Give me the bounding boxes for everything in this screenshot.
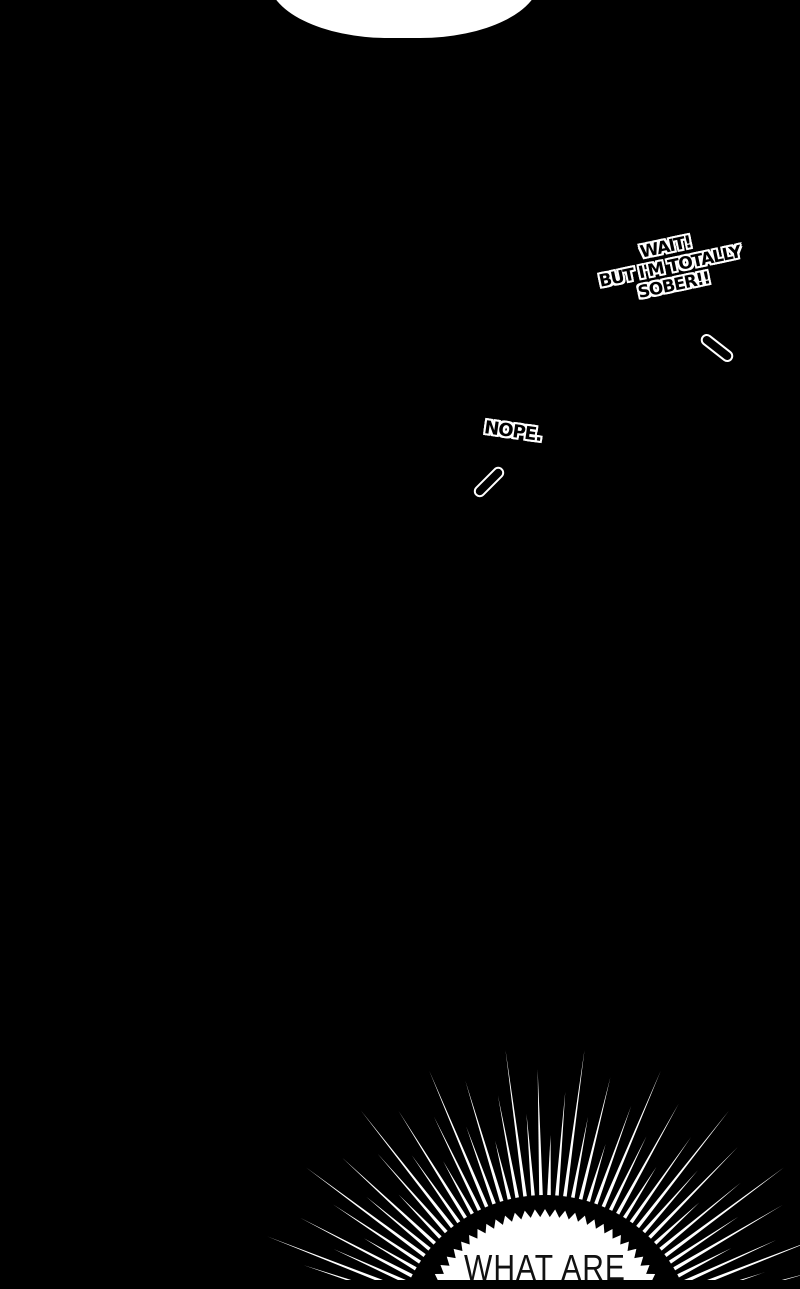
burst-ray bbox=[333, 1204, 422, 1264]
burst-ray bbox=[555, 1091, 566, 1196]
burst-ray bbox=[636, 1110, 730, 1229]
burst-ray bbox=[300, 1217, 413, 1278]
burst-ray bbox=[429, 1070, 489, 1208]
burst-ray bbox=[571, 1117, 588, 1198]
burst-ray bbox=[781, 1275, 800, 1280]
burst-ray bbox=[433, 1116, 482, 1211]
burst-ray bbox=[586, 1143, 606, 1202]
burst-ray bbox=[303, 1265, 352, 1280]
burst-ray bbox=[668, 1216, 739, 1264]
burst-ray bbox=[443, 1161, 474, 1215]
burst-ray bbox=[497, 1095, 519, 1198]
burst-ray bbox=[616, 1103, 679, 1215]
burst-ray bbox=[673, 1204, 783, 1271]
burst-ray bbox=[398, 1194, 442, 1239]
burst-ray bbox=[578, 1076, 611, 1200]
burst-ray bbox=[333, 1249, 406, 1280]
burst-ray bbox=[677, 1248, 732, 1278]
burst-ray bbox=[642, 1170, 698, 1234]
burst-ray bbox=[684, 1240, 777, 1280]
burst-ray bbox=[664, 1167, 785, 1257]
burst-ray bbox=[547, 1135, 551, 1196]
burst-ray bbox=[623, 1166, 657, 1219]
burst-ray bbox=[563, 1049, 585, 1197]
burst-ray bbox=[594, 1106, 632, 1205]
burst-ray bbox=[505, 1049, 527, 1197]
burst-ray bbox=[659, 1182, 741, 1251]
burst-ray bbox=[366, 1196, 431, 1251]
burst-ray bbox=[537, 1069, 543, 1196]
burst-ray bbox=[707, 1244, 800, 1280]
burst-ray bbox=[608, 1136, 647, 1211]
burst-ray bbox=[360, 1110, 454, 1229]
burst-ray bbox=[495, 1140, 512, 1200]
burst-ray bbox=[377, 1153, 448, 1234]
burst-ray bbox=[739, 1272, 766, 1280]
burst-ray bbox=[411, 1155, 461, 1224]
burst-ray bbox=[466, 1126, 496, 1205]
shout-bubble bbox=[434, 1209, 656, 1280]
burst-ray bbox=[526, 1113, 535, 1196]
burst-ray bbox=[342, 1157, 437, 1245]
burst-ray bbox=[629, 1137, 691, 1224]
burst-ray bbox=[648, 1147, 738, 1239]
burst-ray bbox=[653, 1202, 700, 1245]
burst-ray bbox=[364, 1238, 417, 1271]
burst-ray bbox=[601, 1070, 661, 1208]
burst-ray bbox=[465, 1080, 504, 1202]
burst-ray bbox=[267, 1236, 383, 1280]
shout-text: WHAT ARE bbox=[464, 1248, 626, 1289]
burst-ray bbox=[305, 1167, 426, 1257]
burst-ray bbox=[398, 1111, 467, 1219]
